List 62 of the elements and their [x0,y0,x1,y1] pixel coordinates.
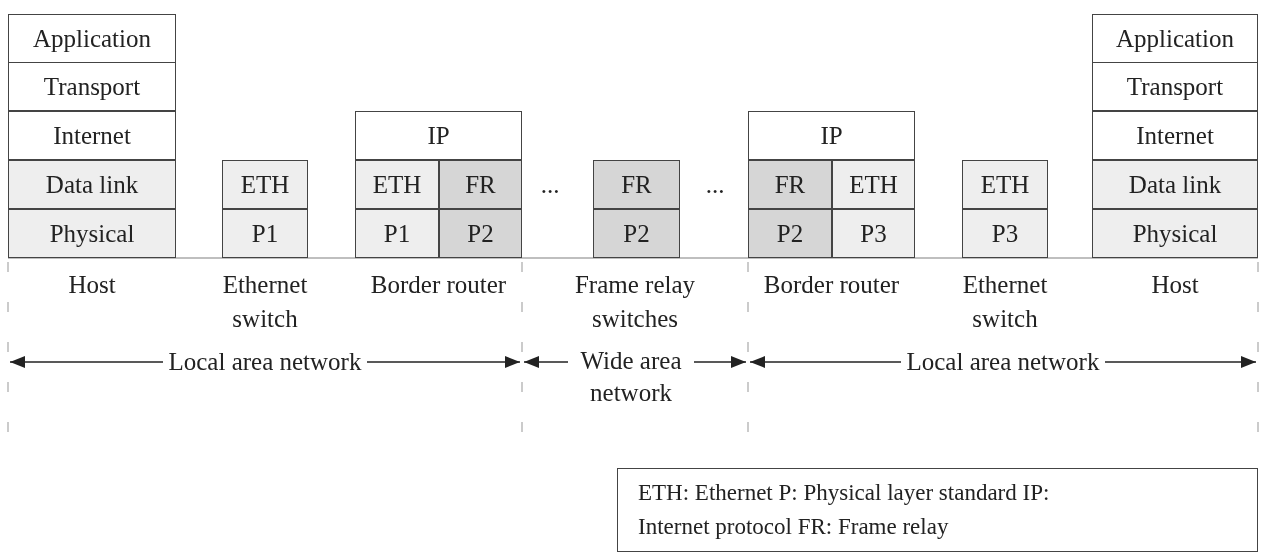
protocol-layer [1092,209,1258,258]
device-name: Frame relay switches [573,270,697,334]
protocol-layer [439,209,522,258]
protocol-layer [222,209,308,258]
layer-name: ETH [372,170,422,199]
protocol-layer [355,111,522,160]
device-name: Host [1150,270,1200,300]
protocol-layer [832,160,915,209]
device-name: Host [67,270,117,300]
layer-name: ETH [980,170,1030,199]
layer-name: ETH [240,170,290,199]
layer-name: Internet [53,121,131,150]
layer-name: Data link [45,170,139,199]
layer-name: Application [1116,24,1234,53]
protocol-layer [222,160,308,209]
protocol-layer [1092,160,1258,209]
layer-name: FR [774,170,806,199]
layer-name: Physical [1132,219,1218,248]
layer-name: P1 [383,219,411,248]
protocol-layer [1092,62,1258,111]
layer-name: P1 [251,219,279,248]
layer-name: ETH [849,170,898,199]
device-name: Ethernet switch [221,270,309,334]
legend-box: ETH: Ethernet P: Physical layer standard IP: Internet protocol FR: Frame relay [617,468,1258,552]
protocol-layer [593,160,680,209]
protocol-layer [8,62,176,111]
protocol-layer [439,160,522,209]
protocol-layer [962,209,1048,258]
protocol-layer [748,209,832,258]
ellipsis: ... [704,170,726,200]
layer-name: P2 [623,219,650,248]
layer-name: FR [465,170,496,199]
device-name: Border router [762,270,901,300]
protocol-layer [962,160,1048,209]
ellipsis: ... [539,170,561,200]
layer-name: P3 [991,219,1019,248]
device-name: Ethernet switch [961,270,1049,334]
protocol-layer [593,209,680,258]
protocol-layer [8,111,176,160]
layer-name: FR [621,170,652,199]
protocol-layer [748,160,832,209]
layer-name: Data link [1128,170,1222,199]
layer-name: Application [33,24,151,53]
layer-name: P2 [467,219,494,248]
layer-name: IP [427,121,450,150]
layer-name: IP [820,121,843,150]
device-name: Border router [369,270,508,300]
layer-name: P2 [776,219,804,248]
protocol-layer [748,111,915,160]
layer-name: Transport [43,72,141,101]
protocol-layer [8,209,176,258]
layer-name: Physical [49,219,135,248]
layer-name: Internet [1136,121,1214,150]
protocol-layer [355,160,439,209]
protocol-layer [1092,111,1258,160]
protocol-layer [8,14,176,63]
layer-name: Transport [1126,72,1224,101]
protocol-layer [832,209,915,258]
protocol-layer [8,160,176,209]
protocol-layer [1092,14,1258,63]
protocol-layer [355,209,439,258]
layer-name: P3 [860,219,887,248]
